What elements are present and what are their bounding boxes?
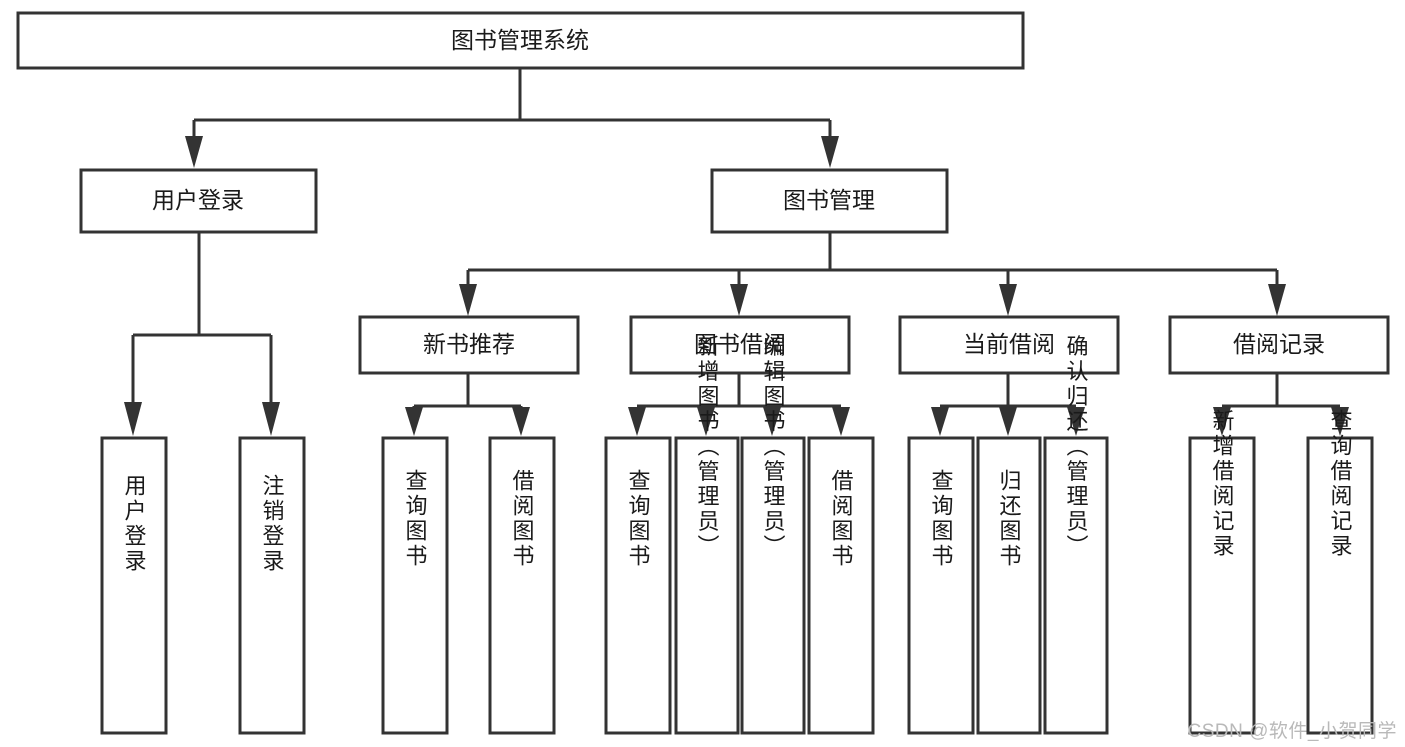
node-leaf-return-book[interactable]: 归还图书	[976, 436, 1042, 735]
node-new-book-recommend-box[interactable]	[358, 315, 580, 375]
node-leaf-query-book-1[interactable]: 查询图书	[381, 436, 449, 735]
arrowhead-leaf-borrow-book-1	[512, 407, 530, 436]
arrowhead-leaf-query-book-1	[405, 407, 423, 436]
arrowhead-new-book-recommend	[459, 284, 477, 316]
arrowhead-leaf-add-record	[1213, 407, 1231, 436]
node-book-borrow-box[interactable]	[629, 315, 851, 375]
node-leaf-query-record-box[interactable]	[1306, 436, 1374, 735]
node-leaf-query-book-1-box[interactable]	[381, 436, 449, 735]
node-user-login-box[interactable]	[79, 168, 318, 234]
node-leaf-confirm-return-label: 确认归还（管理员）	[1064, 335, 1089, 560]
node-book-borrow[interactable]: 图书借阅	[629, 315, 851, 375]
node-leaf-user-logout-label: 注销登录	[260, 474, 285, 574]
node-leaf-return-book-box[interactable]	[976, 436, 1042, 735]
node-leaf-query-book-3-label: 查询图书	[929, 469, 954, 569]
node-leaf-confirm-return-box[interactable]	[1043, 436, 1109, 735]
node-leaf-add-book-label: 新增图书（管理员）	[695, 335, 720, 560]
node-leaf-query-book-3-box[interactable]	[907, 436, 975, 735]
node-leaf-query-book-2[interactable]: 查询图书	[604, 436, 672, 735]
node-leaf-user-login-box[interactable]	[100, 436, 168, 735]
node-borrow-record[interactable]: 借阅记录	[1168, 315, 1390, 375]
arrowhead-leaf-query-record	[1331, 407, 1349, 436]
node-leaf-edit-book-label: 编辑图书（管理员）	[761, 335, 786, 560]
node-book-management-box[interactable]	[710, 168, 949, 234]
node-book-management-label: 图书管理	[783, 187, 875, 213]
arrowhead-leaf-return-book	[999, 407, 1017, 436]
node-leaf-borrow-book-1-label: 借阅图书	[510, 469, 535, 569]
node-root-label: 图书管理系统	[451, 27, 589, 53]
node-root-box[interactable]	[16, 11, 1025, 70]
csdn-watermark: CSDN @软件_小贺同学	[1187, 721, 1397, 742]
arrowhead-leaf-user-logout	[262, 402, 280, 436]
node-current-borrow[interactable]: 当前借阅	[898, 315, 1120, 375]
arrowhead-leaf-edit-book	[763, 407, 781, 436]
node-book-management[interactable]: 图书管理	[710, 168, 949, 234]
node-leaf-add-record[interactable]: 新增借阅记录	[1188, 409, 1256, 735]
node-book-borrow-label: 图书借阅	[694, 331, 786, 357]
arrowhead-borrow-record	[1268, 284, 1286, 316]
arrowhead-book-borrow	[730, 284, 748, 316]
arrowhead-leaf-query-book-3	[931, 407, 949, 436]
node-leaf-query-book-3[interactable]: 查询图书	[907, 436, 975, 735]
node-leaf-confirm-return[interactable]: 确认归还（管理员）	[1043, 335, 1109, 735]
node-current-borrow-box[interactable]	[898, 315, 1120, 375]
node-borrow-record-label: 借阅记录	[1233, 331, 1325, 357]
node-leaf-query-record[interactable]: 查询借阅记录	[1306, 409, 1374, 735]
node-leaf-user-logout-box[interactable]	[238, 436, 306, 735]
node-leaf-borrow-book-1-box[interactable]	[488, 436, 556, 735]
node-root[interactable]: 图书管理系统	[16, 11, 1025, 70]
node-leaf-user-logout[interactable]: 注销登录	[238, 436, 306, 735]
node-leaf-user-login[interactable]: 用户登录	[100, 436, 168, 735]
node-leaf-edit-book-box[interactable]	[740, 436, 806, 735]
node-leaf-borrow-book-2[interactable]: 借阅图书	[807, 436, 875, 735]
node-leaf-add-record-label: 新增借阅记录	[1210, 409, 1235, 559]
node-current-borrow-label: 当前借阅	[963, 331, 1055, 357]
node-leaf-add-record-box[interactable]	[1188, 436, 1256, 735]
node-user-login-label: 用户登录	[152, 187, 244, 213]
node-leaf-query-book-1-label: 查询图书	[403, 469, 428, 569]
node-borrow-record-box[interactable]	[1168, 315, 1390, 375]
node-new-book-recommend-label: 新书推荐	[423, 331, 515, 357]
node-leaf-query-book-2-box[interactable]	[604, 436, 672, 735]
arrowhead-book-management	[821, 136, 839, 168]
arrowhead-current-borrow	[999, 284, 1017, 316]
node-leaf-return-book-label: 归还图书	[997, 469, 1022, 569]
arrowhead-user-login	[185, 136, 203, 168]
node-user-login[interactable]: 用户登录	[79, 168, 318, 234]
node-leaf-borrow-book-2-box[interactable]	[807, 436, 875, 735]
connector-layer	[124, 68, 1349, 436]
node-leaf-add-book[interactable]: 新增图书（管理员）	[674, 335, 740, 735]
node-leaf-edit-book[interactable]: 编辑图书（管理员）	[740, 335, 806, 735]
node-leaf-borrow-book-2-label: 借阅图书	[829, 469, 854, 569]
node-leaf-user-login-label: 用户登录	[122, 474, 147, 574]
arrowhead-leaf-confirm-return	[1067, 407, 1085, 436]
arrowhead-leaf-borrow-book-2	[832, 407, 850, 436]
node-leaf-add-book-box[interactable]	[674, 436, 740, 735]
arrowhead-leaf-user-login	[124, 402, 142, 436]
node-leaf-query-book-2-label: 查询图书	[626, 469, 651, 569]
node-leaf-query-record-label: 查询借阅记录	[1328, 409, 1353, 559]
arrowhead-leaf-query-book-2	[628, 407, 646, 436]
arrowhead-leaf-add-book	[697, 407, 715, 436]
node-leaf-borrow-book-1[interactable]: 借阅图书	[488, 436, 556, 735]
node-new-book-recommend[interactable]: 新书推荐	[358, 315, 580, 375]
